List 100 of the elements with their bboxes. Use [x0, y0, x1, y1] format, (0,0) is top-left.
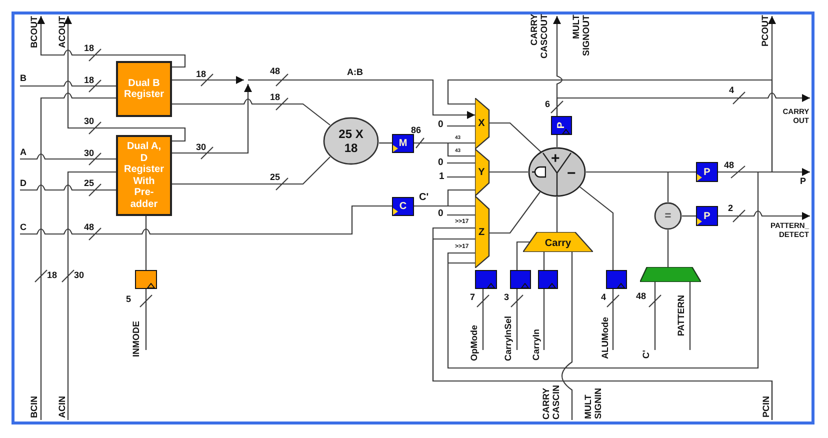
bus-width-label: 18 [84, 75, 94, 85]
signal-wire [447, 262, 476, 264]
signal-wire [61, 171, 117, 421]
bus-width-label: 25 [270, 172, 280, 182]
control-register [606, 270, 627, 289]
bus-width-label: 18 [84, 43, 94, 53]
signal-wire [19, 205, 393, 241]
signal-wire [446, 162, 476, 164]
port-label: B [20, 73, 26, 83]
signal-name-label: C' [419, 192, 429, 203]
port-label: CarryIn [531, 329, 541, 361]
port-label: A [20, 147, 26, 157]
signal-wire [648, 281, 662, 351]
port-label: CARRY CASCOUT [529, 14, 549, 58]
bus-wire [447, 171, 759, 369]
multiplier-label: 25 X 18 [338, 127, 364, 155]
port-label: P [800, 176, 806, 186]
signal-arrow [171, 83, 252, 160]
port-label: ACIN [57, 396, 67, 418]
control-register [538, 270, 558, 289]
bus-width-label: 30 [84, 116, 94, 126]
signal-wire [556, 134, 558, 148]
constant-label: 0 [438, 158, 444, 168]
signal-wire [446, 214, 476, 216]
port-label: MULT SIGNIN [583, 388, 603, 419]
operator-label: + [551, 151, 560, 166]
block-title: Dual A, D Register With Pre-adder [123, 141, 165, 210]
register-letter: P [704, 210, 710, 222]
register-letter: P [704, 166, 710, 178]
signal-wire [585, 171, 669, 203]
signal-arrow [556, 91, 811, 117]
pipeline-register [696, 162, 718, 182]
constant-label: 0 [438, 209, 444, 219]
bus-width-label: 25 [84, 178, 94, 188]
signal-wire [689, 281, 691, 351]
signal-wire [145, 215, 147, 271]
port-label: PATTERN [676, 294, 686, 336]
signal-wire [556, 196, 558, 233]
bus-width-label: 18 [196, 69, 206, 79]
port-label: CarryInSel [503, 316, 513, 361]
bus-width-label: 30 [196, 142, 206, 152]
signal-wire [579, 186, 614, 271]
bus-width-label: 30 [74, 270, 84, 280]
port-label: MULT SIGNOUT [571, 15, 591, 56]
pipeline-register [551, 116, 572, 135]
port-label: CARRY CASCIN [541, 384, 561, 419]
bus-width-label: 48 [636, 291, 646, 301]
port-label: ALUMode [600, 317, 610, 359]
signal-wire [488, 171, 529, 173]
port-label: C' [641, 350, 651, 359]
mux-letter: X [478, 118, 485, 129]
signal-wire [543, 288, 545, 351]
bus-width-label: 18 [47, 270, 58, 280]
bus-width-label: 6 [545, 99, 550, 109]
bus-width-label: 18 [270, 92, 280, 102]
comparator-label: = [664, 210, 672, 222]
register-block [116, 61, 172, 117]
signal-wire [488, 122, 542, 153]
bus-width-label: 30 [84, 148, 94, 158]
signal-wire [19, 79, 117, 93]
port-label: BCOUT [29, 16, 39, 48]
signal-wire [19, 152, 117, 166]
constant-label: 1 [439, 172, 444, 182]
port-label: C [20, 222, 26, 232]
bus-name-label: A:B [347, 67, 363, 77]
signal-wire [516, 241, 531, 271]
bus-width-label: 48 [84, 222, 94, 232]
signal-wire [510, 288, 524, 351]
signal-wire [543, 251, 545, 271]
bus-width-label: 7 [470, 292, 476, 302]
mux-letter: Z [478, 226, 485, 238]
mux-letter: Y [478, 167, 485, 178]
pipeline-register [392, 134, 414, 153]
signal-wire [488, 191, 541, 234]
port-label: PCIN [761, 396, 771, 418]
bus-width-label: 86 [411, 125, 422, 135]
port-label: ACOUT [57, 16, 67, 48]
signal-wire [446, 176, 476, 178]
bus-arrow [247, 73, 476, 119]
signal-arrow [64, 15, 186, 142]
register-letter: M [398, 138, 408, 149]
port-label: PCOUT [760, 15, 770, 46]
signal-wire [413, 205, 476, 207]
signal-wire [139, 288, 153, 351]
signal-wire [447, 252, 476, 264]
bus-width-label: 3 [504, 292, 510, 302]
signal-wire [19, 183, 117, 197]
signal-wire [681, 215, 697, 217]
bus-width-label: 5 [126, 294, 132, 304]
signal-wire [413, 142, 476, 157]
carry-label: Carry [544, 238, 572, 248]
register-block [116, 135, 172, 216]
pipeline-register [696, 206, 718, 226]
register-letter: P [556, 122, 567, 129]
port-label: INMODE [131, 321, 141, 357]
bus-width-label: 4 [601, 292, 606, 302]
signal-wire [446, 125, 476, 127]
bus-width-label: 4 [729, 85, 734, 95]
bus-width-label: 48 [270, 66, 280, 76]
signal-wire [171, 97, 331, 126]
